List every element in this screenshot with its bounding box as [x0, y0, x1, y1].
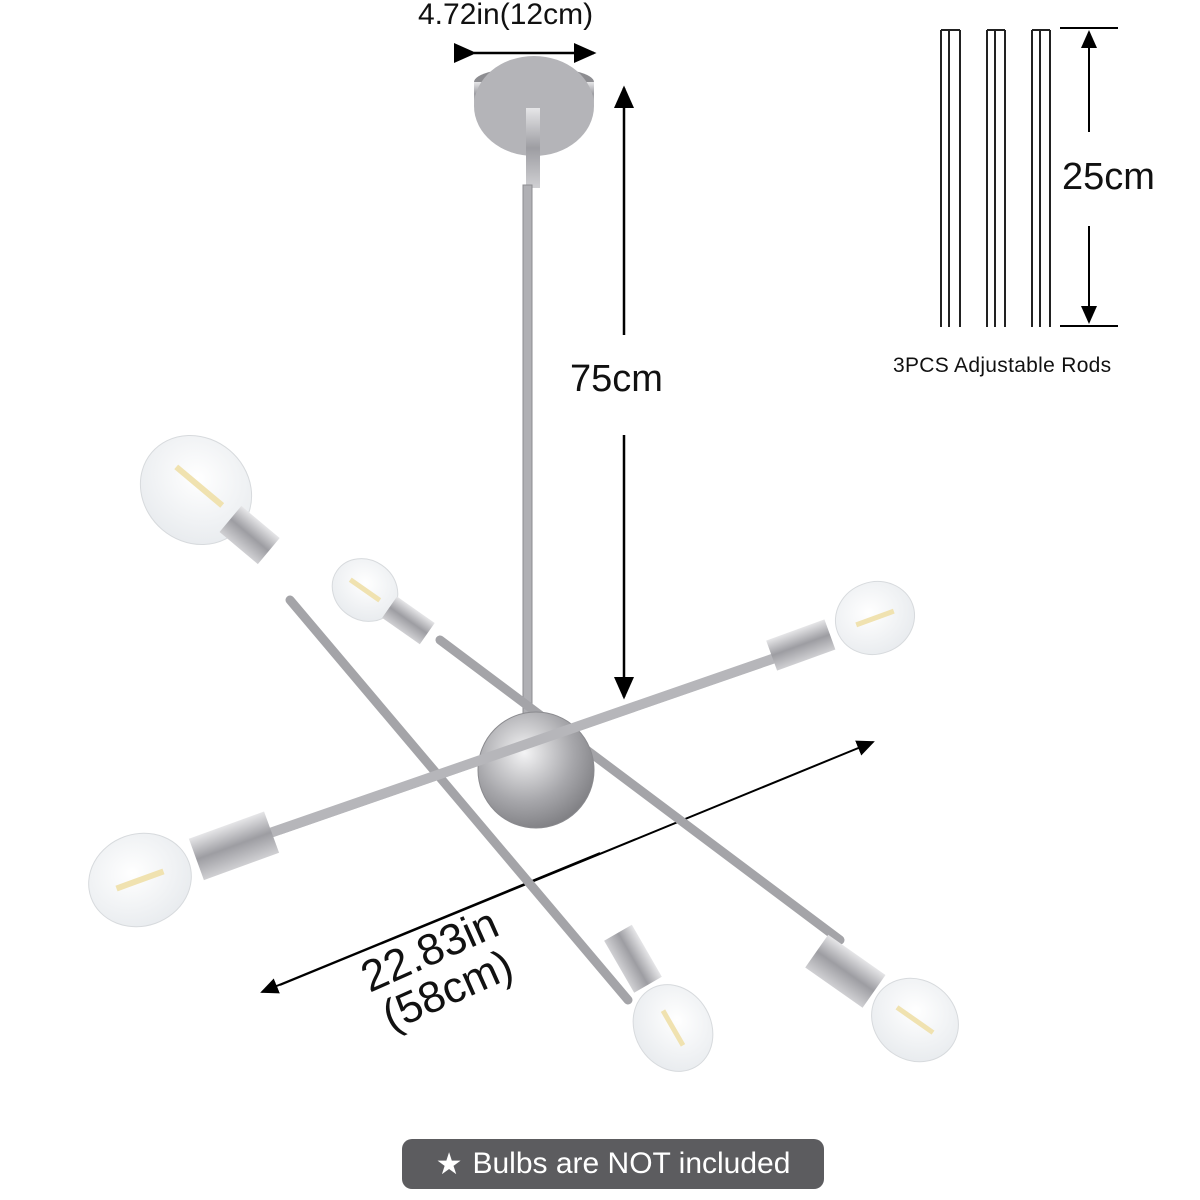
canopy — [474, 56, 594, 156]
adjustable-rods — [940, 29, 1051, 327]
drop-length-label: 75cm — [570, 358, 663, 400]
canopy-width-label: 4.72in(12cm) — [418, 0, 594, 31]
bulbs-notice-badge: ★ Bulbs are NOT included — [402, 1139, 824, 1189]
span-arrow — [260, 852, 601, 994]
rod-length-label: 25cm — [1062, 156, 1155, 198]
star-icon: ★ — [435, 1147, 463, 1181]
center-sphere — [477, 711, 595, 829]
bulbs — [88, 434, 959, 1072]
notice-text: Bulbs are NOT included — [472, 1147, 791, 1180]
downrod — [522, 184, 533, 716]
rods-caption: 3PCS Adjustable Rods — [893, 354, 1112, 377]
